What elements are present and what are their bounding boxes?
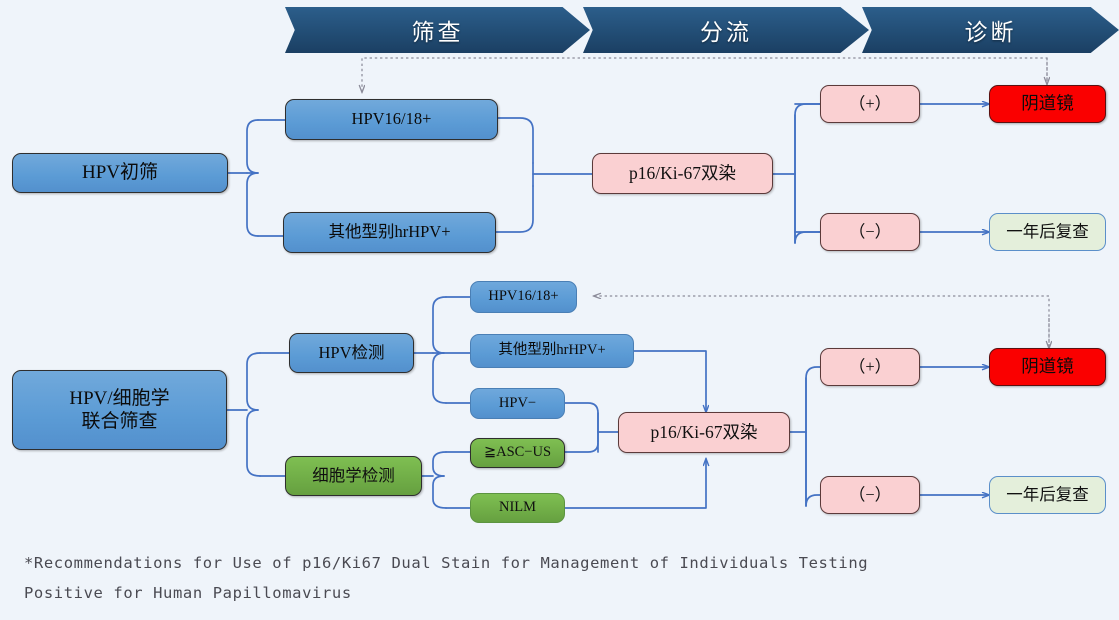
node-cytology-test[interactable]: 细胞学检测: [285, 456, 422, 496]
node-recheck-one-year-bottom[interactable]: 一年后复查: [989, 476, 1106, 514]
node-other-hrhpv-positive-bottom[interactable]: 其他型别hrHPV+: [470, 334, 634, 368]
stage-banner-screening: 筛查: [285, 7, 590, 53]
node-hpv1618-positive-bottom[interactable]: HPV16/18+: [470, 281, 577, 313]
stage-banner-triage: 分流: [583, 7, 869, 53]
node-dual-stain-bottom[interactable]: p16/Ki-67双染: [618, 412, 790, 453]
node-hpv1618-positive-top[interactable]: HPV16/18+: [285, 99, 498, 140]
cotesting-label-line1: HPV/细胞学: [69, 387, 170, 409]
node-colposcopy-top[interactable]: 阴道镜: [989, 85, 1106, 123]
node-dual-stain-negative-bottom[interactable]: （−）: [820, 476, 920, 514]
node-hpv-negative[interactable]: HPV−: [470, 388, 565, 419]
node-hpv-primary[interactable]: HPV初筛: [12, 153, 228, 193]
node-other-hrhpv-positive-top[interactable]: 其他型别hrHPV+: [283, 212, 496, 253]
node-colposcopy-bottom[interactable]: 阴道镜: [989, 348, 1106, 386]
node-asc-us-or-worse[interactable]: ≧ASC−US: [470, 438, 565, 468]
node-dual-stain-positive-bottom[interactable]: （+）: [820, 348, 920, 386]
stage-banner-diagnosis: 诊断: [862, 7, 1119, 53]
node-nilm[interactable]: NILM: [470, 493, 565, 523]
node-dual-stain-positive-top[interactable]: （+）: [820, 85, 920, 123]
node-dual-stain-negative-top[interactable]: （−）: [820, 213, 920, 251]
node-cotesting[interactable]: HPV/细胞学 联合筛查: [12, 370, 227, 450]
node-recheck-one-year-top[interactable]: 一年后复查: [989, 213, 1106, 251]
footnote-line-1: *Recommendations for Use of p16/Ki67 Dua…: [24, 554, 869, 572]
footnote: *Recommendations for Use of p16/Ki67 Dua…: [24, 548, 1109, 608]
cotesting-label-line2: 联合筛查: [81, 411, 158, 432]
node-hpv-test[interactable]: HPV检测: [289, 333, 414, 373]
footnote-line-2: Positive for Human Papillomavirus: [24, 584, 352, 603]
node-dual-stain-top[interactable]: p16/Ki-67双染: [592, 153, 773, 194]
